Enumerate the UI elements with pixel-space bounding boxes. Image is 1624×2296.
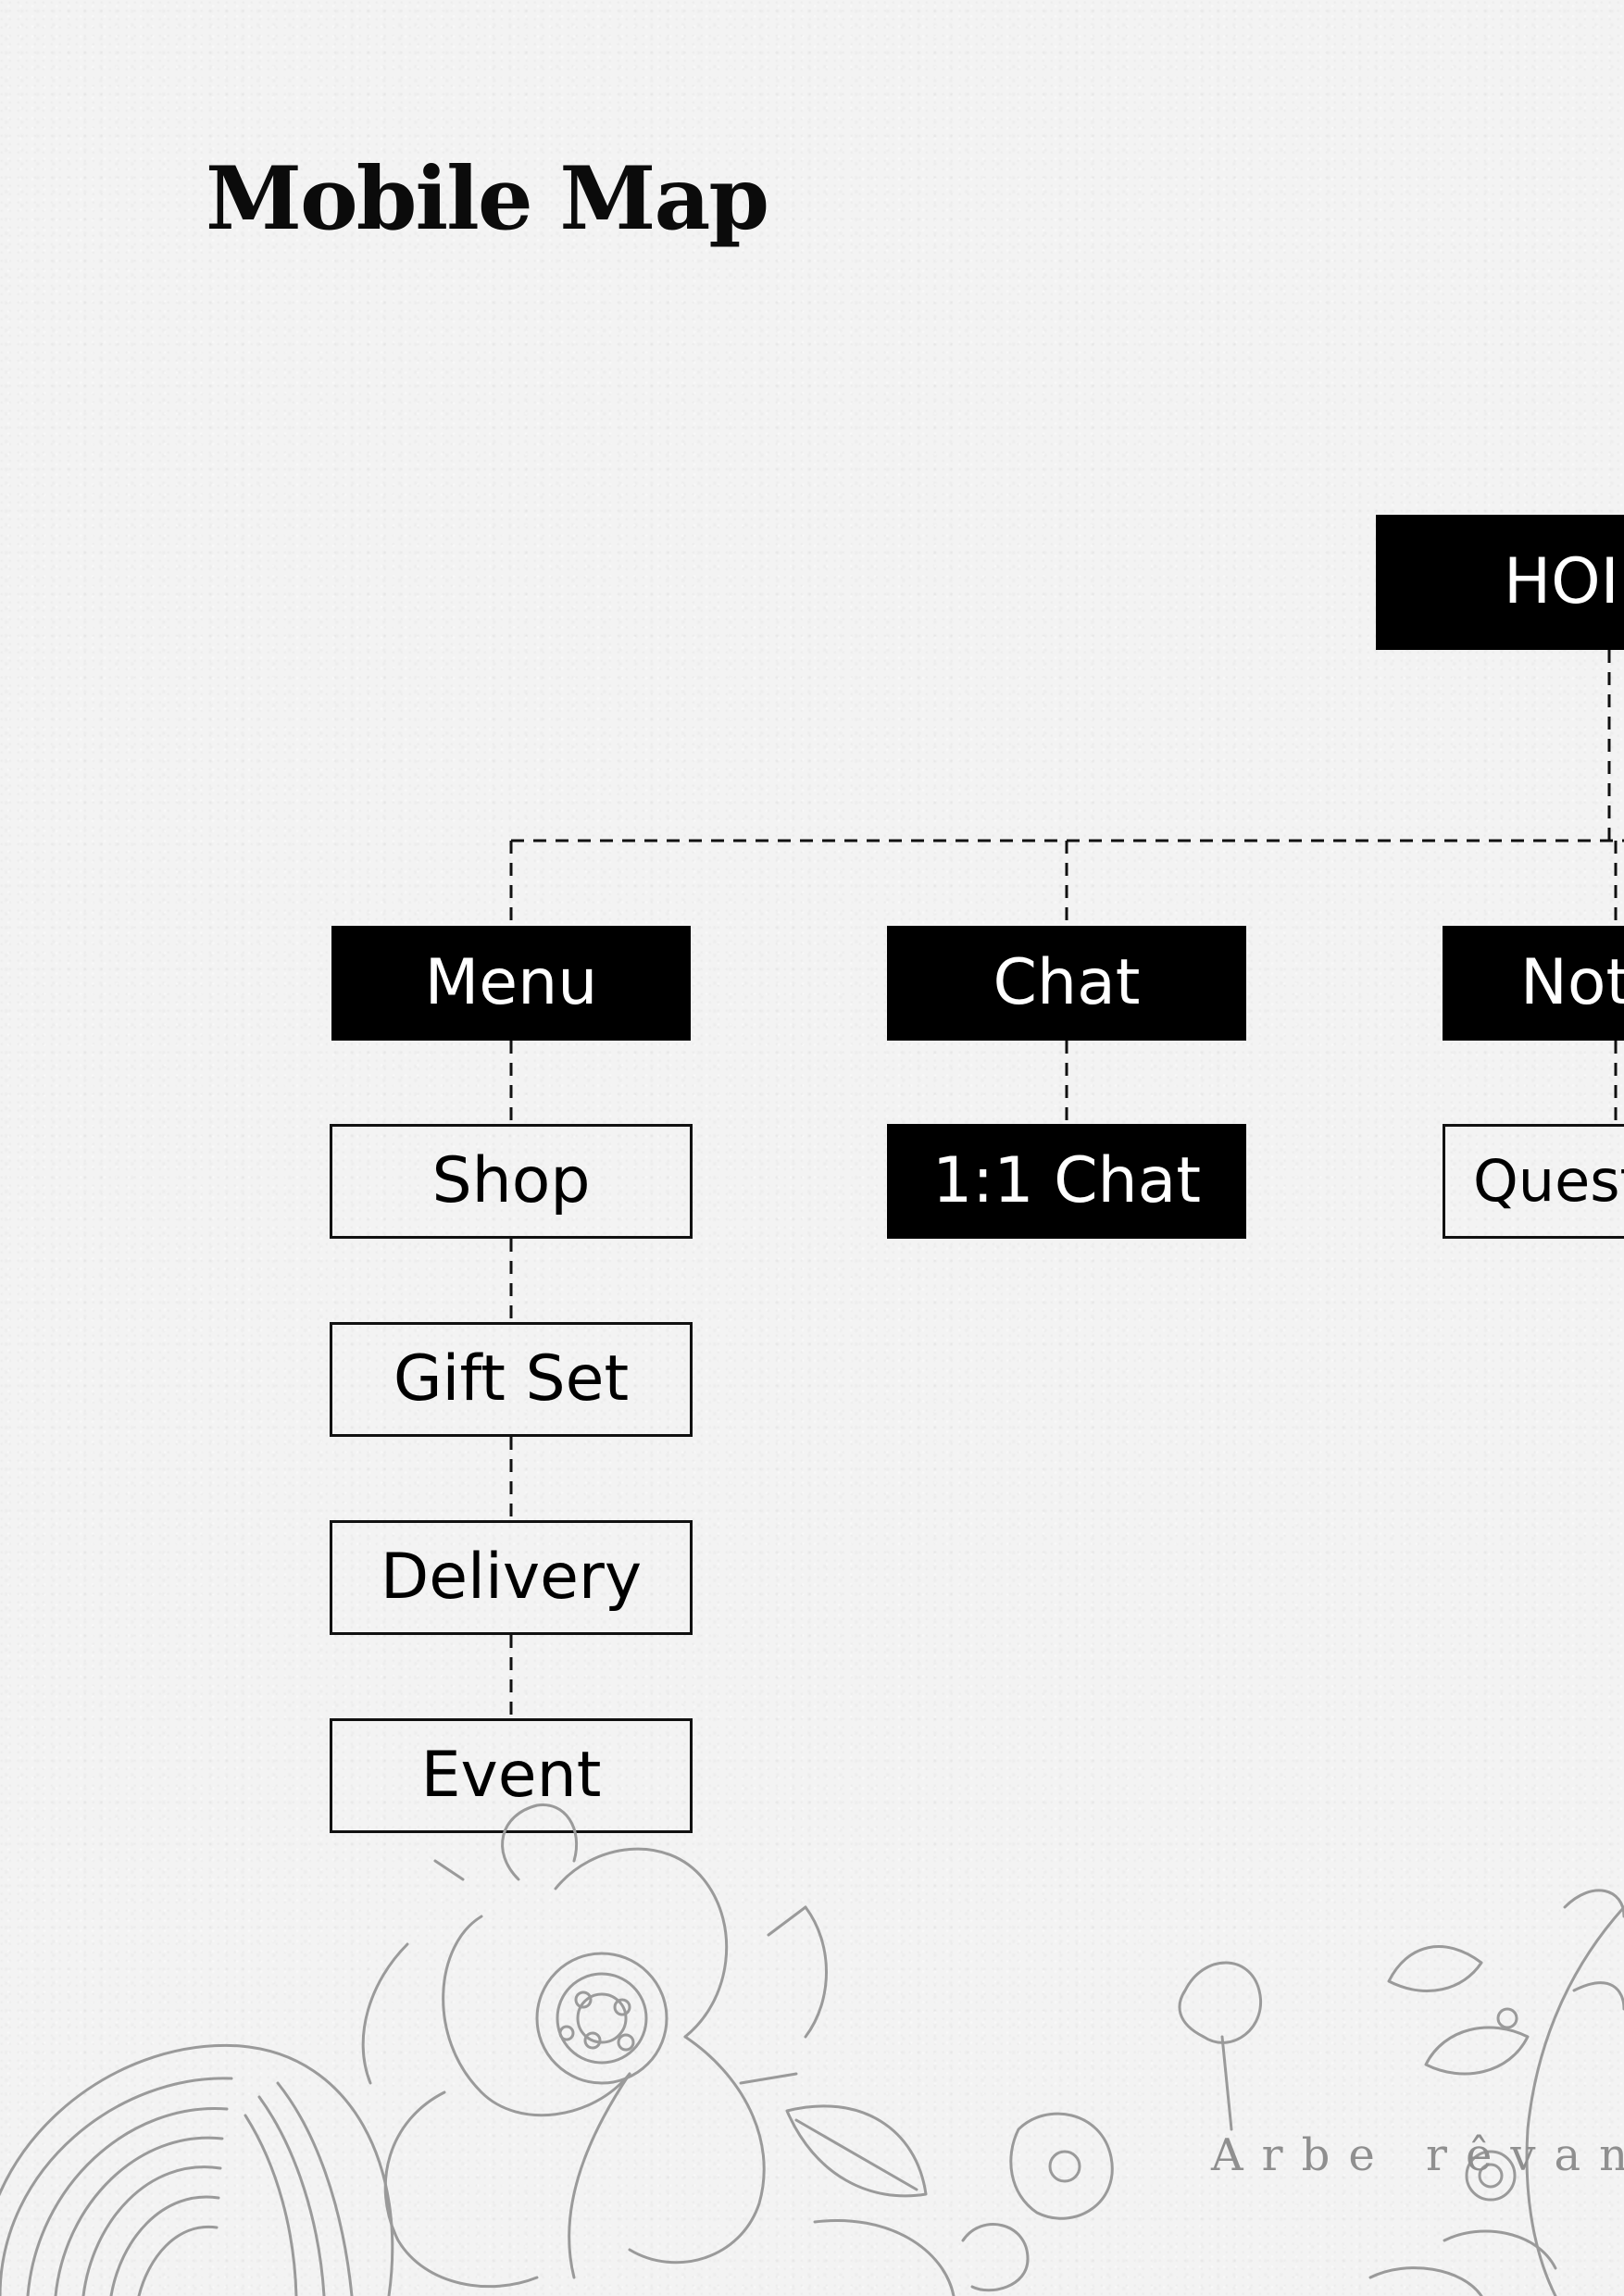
node-event: Event [330,1718,693,1833]
brand-wordmark: Arbe rêvan [1211,2129,1624,2181]
node-notice: Not [1443,926,1624,1041]
node-shop: Shop [330,1124,693,1239]
node-delivery-label: Delivery [380,1541,643,1614]
node-home: HOI [1376,515,1624,650]
node-question-label: Quest [1473,1147,1624,1215]
node-question: Quest [1443,1124,1624,1239]
node-shop-label: Shop [431,1144,591,1217]
node-gift-set: Gift Set [330,1322,693,1437]
node-gift-set-label: Gift Set [393,1342,630,1416]
node-one-to-one-chat-label: 1:1 Chat [932,1144,1201,1217]
node-home-label: HOI [1504,545,1619,618]
node-menu: Menu [331,926,691,1041]
node-chat-label: Chat [993,946,1141,1019]
node-event-label: Event [420,1739,602,1812]
page-title: Mobile Map [206,148,769,250]
node-notice-label: Not [1520,946,1624,1019]
node-chat: Chat [887,926,1246,1041]
node-one-to-one-chat: 1:1 Chat [887,1124,1246,1239]
node-delivery: Delivery [330,1520,693,1635]
node-menu-label: Menu [424,946,598,1019]
